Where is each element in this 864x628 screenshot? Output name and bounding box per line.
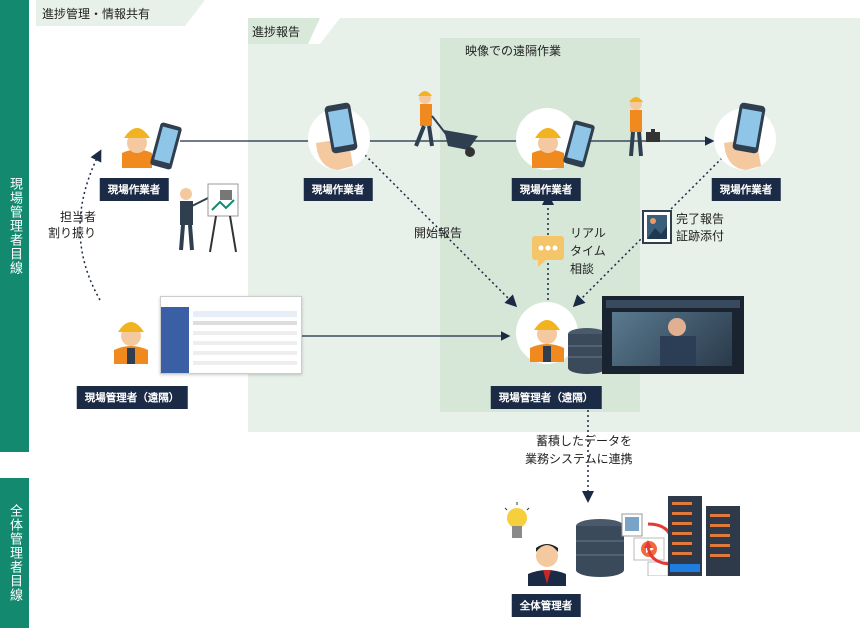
photo-icon <box>642 210 672 244</box>
integrate-label-2: 業務システムに連携 <box>525 452 633 466</box>
smartphone-icon <box>724 102 766 170</box>
smartphone-icon <box>316 102 358 170</box>
database-icon <box>568 328 606 374</box>
helmet-icon <box>530 320 564 362</box>
complete-label-2: 証跡添付 <box>676 229 725 243</box>
wheelbarrow-icon <box>414 91 478 157</box>
realtime-label-1: リアル <box>570 226 606 240</box>
side-label-overall-manager: 全体管理者目線 <box>0 478 29 628</box>
helmet-icon <box>532 120 595 168</box>
integrate-label-1: 蓄積したデータを <box>536 434 633 448</box>
manager-center-label: 現場管理者（遠隔） <box>490 386 602 409</box>
server-icon <box>668 496 740 576</box>
assign-label-1: 担当者 <box>60 210 97 224</box>
worker1-label: 現場作業者 <box>99 178 169 201</box>
region-title-progress: 進捗管理・情報共有 <box>42 7 151 21</box>
worker2-label: 現場作業者 <box>303 178 373 201</box>
businessman-icon <box>528 544 566 586</box>
database-icon <box>576 519 624 577</box>
worker4-label: 現場作業者 <box>711 178 781 201</box>
dashboard-screen <box>160 296 302 374</box>
helmet-icon <box>114 322 148 364</box>
worker3-label: 現場作業者 <box>511 178 581 201</box>
start-report-label: 開始報告 <box>414 226 463 240</box>
toolbox-icon <box>629 97 660 157</box>
region-title-report: 進捗報告 <box>252 25 301 39</box>
lightbulb-icon <box>504 502 530 538</box>
complete-label-1: 完了報告 <box>676 212 725 226</box>
video-conference-screen <box>602 296 744 374</box>
realtime-label-3: 相談 <box>570 262 595 276</box>
manager-left-label: 現場管理者（遠隔） <box>76 386 188 409</box>
realtime-label-2: タイム <box>570 244 606 258</box>
side-label-site-manager: 現場管理者目線 <box>0 0 29 452</box>
helmet-icon <box>122 122 182 170</box>
assign-label-2: 割り振り <box>48 226 97 240</box>
overall-manager-label: 全体管理者 <box>511 594 581 617</box>
region-title-video: 映像での遠隔作業 <box>465 44 562 58</box>
presenter-icon <box>179 183 239 253</box>
chat-bubble-icon <box>532 236 564 267</box>
